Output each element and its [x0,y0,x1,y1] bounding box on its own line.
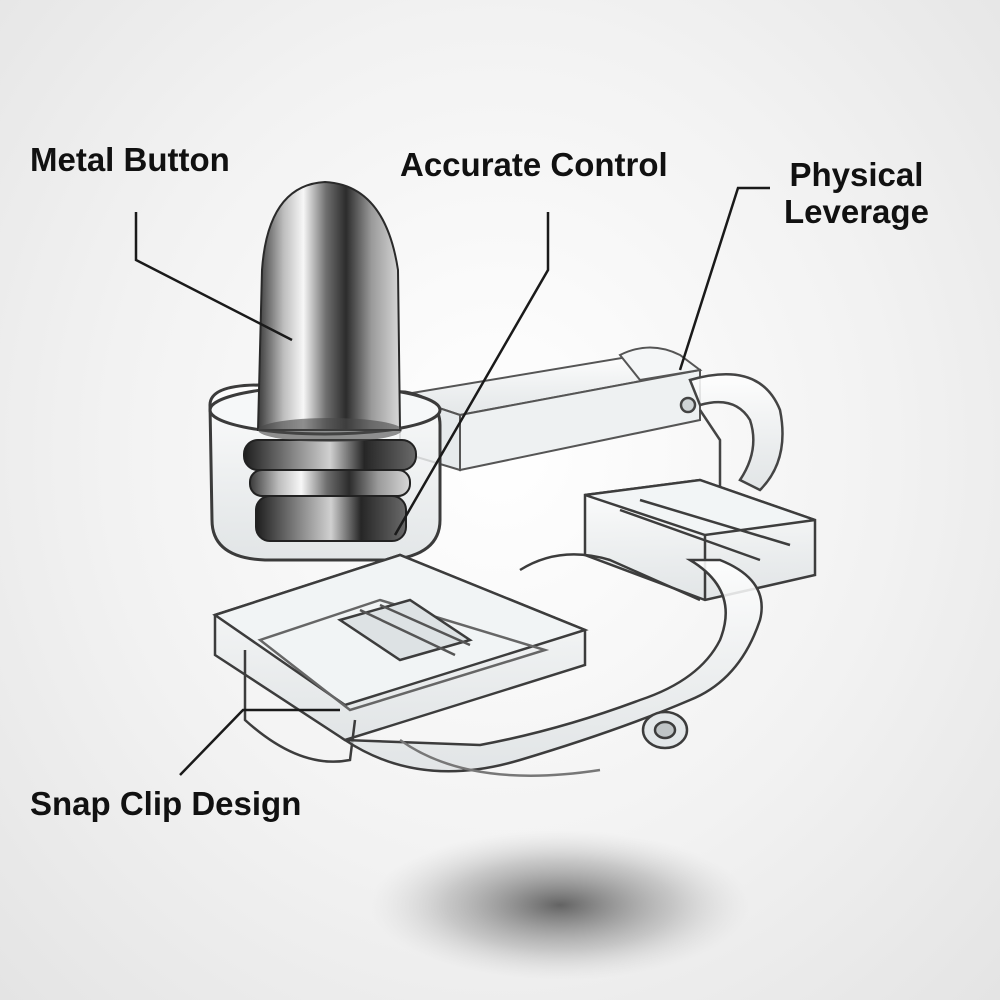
floor-shadow [370,830,750,980]
callout-accurate-control: Accurate Control [400,146,668,183]
clip-base [212,553,589,763]
leader-snap-clip [179,708,340,776]
callout-physical-leverage-line2: Leverage [784,193,929,230]
leader-lines [134,186,770,776]
callout-physical-leverage-line1: Physical [789,156,924,193]
leader-accurate-control [393,212,550,536]
callout-snap-clip-design: Snap Clip Design [30,785,302,822]
lever-arm [399,346,703,472]
clip-loop [340,553,763,777]
leader-metal-button [134,212,293,342]
leader-physical-leverage [678,186,770,371]
metal-button [243,180,417,542]
callout-metal-button: Metal Button [30,141,230,178]
callout-physical-leverage: Physical Leverage [784,156,929,230]
trigger-pad [583,478,817,602]
